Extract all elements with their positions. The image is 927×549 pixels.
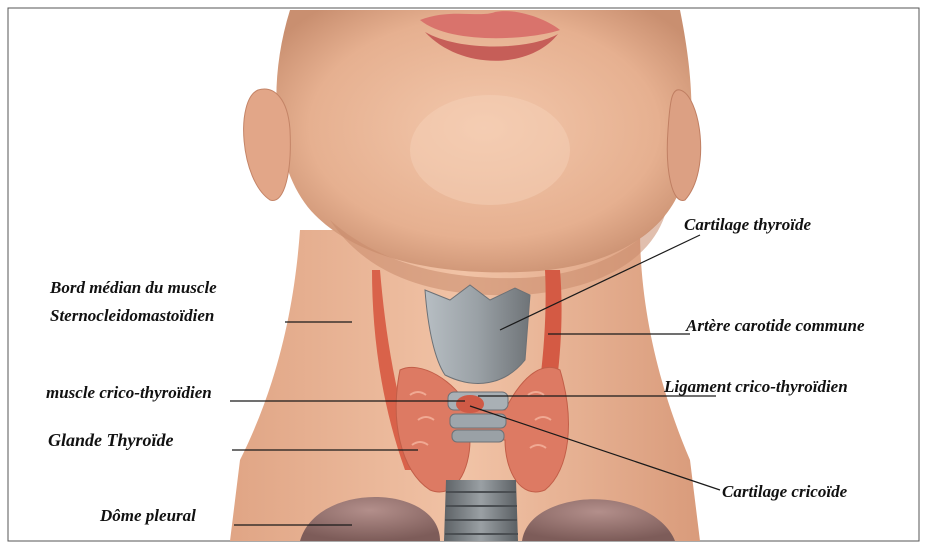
label-glande-thyroide: Glande Thyroïde (48, 430, 174, 450)
label-cartilage-thyroide: Cartilage thyroïde (684, 215, 811, 234)
label-muscle-crico: muscle crico-thyroïdien (46, 383, 212, 402)
head-neck-illustration (230, 10, 701, 541)
label-bord-median-line1: Bord médian du muscle (49, 278, 217, 297)
crico-thyroid-muscle-shape (456, 395, 484, 413)
label-ligament-crico: Ligament crico-thyroïdien (663, 377, 848, 396)
trachea (444, 480, 518, 541)
chin-highlight (410, 95, 570, 205)
label-dome-pleural: Dôme pleural (99, 506, 196, 525)
trachea-ring-1 (450, 414, 506, 428)
label-cartilage-cricoide: Cartilage cricoïde (722, 482, 848, 501)
trachea-ring-2 (452, 430, 504, 442)
label-bord-median-line2: Sternocleidomastoïdien (50, 306, 214, 325)
label-artere-carotide: Artère carotide commune (685, 316, 865, 335)
